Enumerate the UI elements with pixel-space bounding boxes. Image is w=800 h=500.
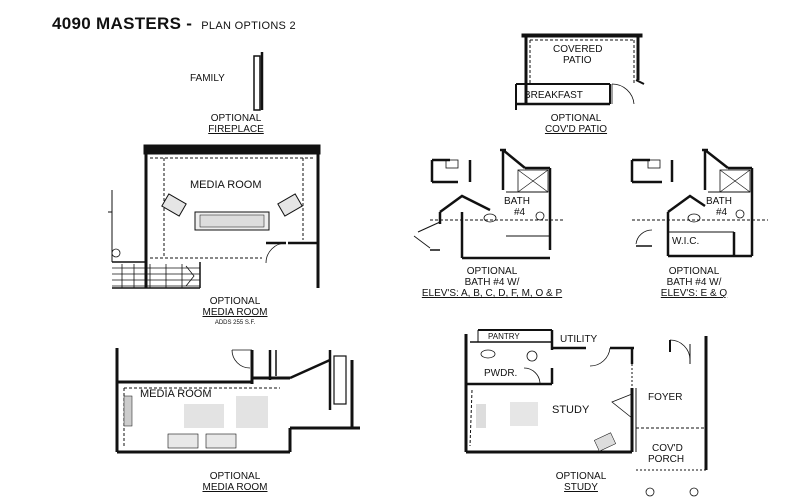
caption-media-2: OPTIONAL MEDIA ROOM (180, 471, 290, 493)
label-covd: COV'D (652, 443, 683, 454)
caption-fireplace: OPTIONAL FIREPLACE (196, 113, 276, 135)
fireplace-drawing (253, 52, 264, 111)
label-bath-1-number: #4 (514, 207, 526, 218)
caption-fireplace-line-2: FIREPLACE (208, 124, 264, 135)
title-dash: - (186, 14, 193, 33)
label-utility: UTILITY (560, 334, 598, 345)
caption-fireplace-line-1: OPTIONAL (210, 113, 262, 124)
label-bath-1: BATH (504, 196, 530, 207)
caption-media-1: OPTIONAL MEDIA ROOM ADDS 255 S.F. (180, 296, 290, 329)
label-media-room-2: MEDIA ROOM (140, 388, 212, 400)
caption-bath-1-line-3: ELEV'S: A, B, C, D, F, M, O & P (421, 288, 563, 299)
caption-bath-2-line-2: BATH #4 W/ (666, 277, 722, 288)
patio-drawing (515, 33, 645, 110)
caption-bath-1-line-1: OPTIONAL (466, 266, 518, 277)
caption-bath-2: OPTIONAL BATH #4 W/ ELEV'S: E & Q (638, 266, 750, 299)
label-bath-2: BATH (706, 196, 732, 207)
title-subtitle: PLAN OPTIONS 2 (201, 20, 296, 32)
label-pantry: PANTRY (488, 332, 520, 341)
label-patio: PATIO (563, 55, 592, 66)
label-wic: W.I.C. (672, 236, 700, 247)
caption-study-line-2: STUDY (564, 482, 598, 493)
caption-bath-1-line-2: BATH #4 W/ (464, 277, 520, 288)
caption-bath-1: OPTIONAL BATH #4 W/ ELEV'S: A, B, C, D, … (386, 266, 598, 299)
label-covered: COVERED (553, 44, 603, 55)
caption-media-2-line-2: MEDIA ROOM (202, 482, 268, 493)
caption-study-line-1: OPTIONAL (555, 471, 607, 482)
label-bath-2-number: #4 (716, 207, 728, 218)
caption-patio-line-2: COV'D PATIO (544, 124, 608, 135)
caption-media-1-line-2: MEDIA ROOM (202, 307, 268, 318)
bath-2-drawing (630, 148, 768, 258)
label-family: FAMILY (190, 73, 225, 84)
media-room-2-drawing (115, 348, 360, 454)
caption-media-1-note: ADDS 255 S.F. (214, 320, 256, 326)
title-main: 4090 MASTERS (52, 14, 182, 33)
caption-study: OPTIONAL STUDY (536, 471, 626, 493)
label-media-room-1: MEDIA ROOM (190, 179, 262, 191)
label-pwdr: PWDR. (484, 368, 518, 379)
caption-bath-2-line-1: OPTIONAL (668, 266, 720, 277)
bath-1-drawing (413, 148, 564, 260)
study-drawing (464, 329, 708, 497)
label-breakfast: BREAKFAST (524, 90, 583, 101)
caption-media-1-line-1: OPTIONAL (209, 296, 261, 307)
label-foyer: FOYER (648, 392, 683, 403)
page-title: 4090 MASTERS - PLAN OPTIONS 2 (52, 14, 296, 34)
caption-patio-line-1: OPTIONAL (550, 113, 602, 124)
label-study: STUDY (552, 404, 590, 416)
caption-patio: OPTIONAL COV'D PATIO (520, 113, 632, 135)
label-porch: PORCH (648, 454, 685, 465)
caption-media-2-line-1: OPTIONAL (209, 471, 261, 482)
media-room-1-drawing (108, 144, 321, 289)
caption-bath-2-line-3: ELEV'S: E & Q (660, 288, 728, 299)
